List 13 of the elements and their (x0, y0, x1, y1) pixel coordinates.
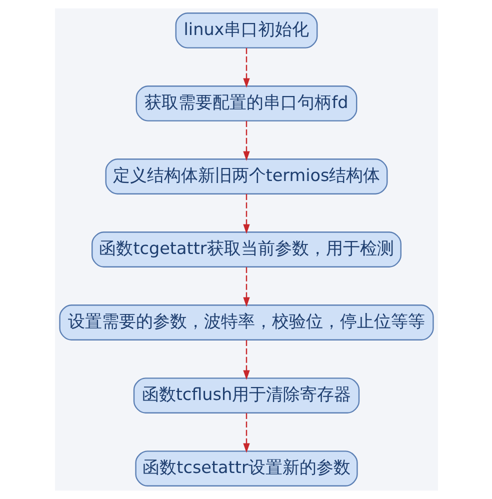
arrow (242, 413, 250, 453)
node-box: 函数tcflush用于清除寄存器 (132, 378, 360, 414)
node-box: 函数tcsetattr设置新的参数 (134, 450, 358, 486)
arrow (242, 267, 250, 307)
node-box: 设置需要的参数，波特率，校验位，停止位等等 (58, 304, 434, 340)
arrow (242, 340, 250, 380)
node-box: 函数tcgetattr获取当前参数，用于检测 (91, 232, 401, 268)
arrow (242, 48, 250, 88)
arrow (242, 121, 250, 161)
node-box: 定义结构体新旧两个termios结构体 (104, 158, 388, 194)
arrow (242, 194, 250, 234)
node-box: linux串口初始化 (174, 12, 318, 48)
node-box: 获取需要配置的串口句柄fd (135, 86, 357, 122)
